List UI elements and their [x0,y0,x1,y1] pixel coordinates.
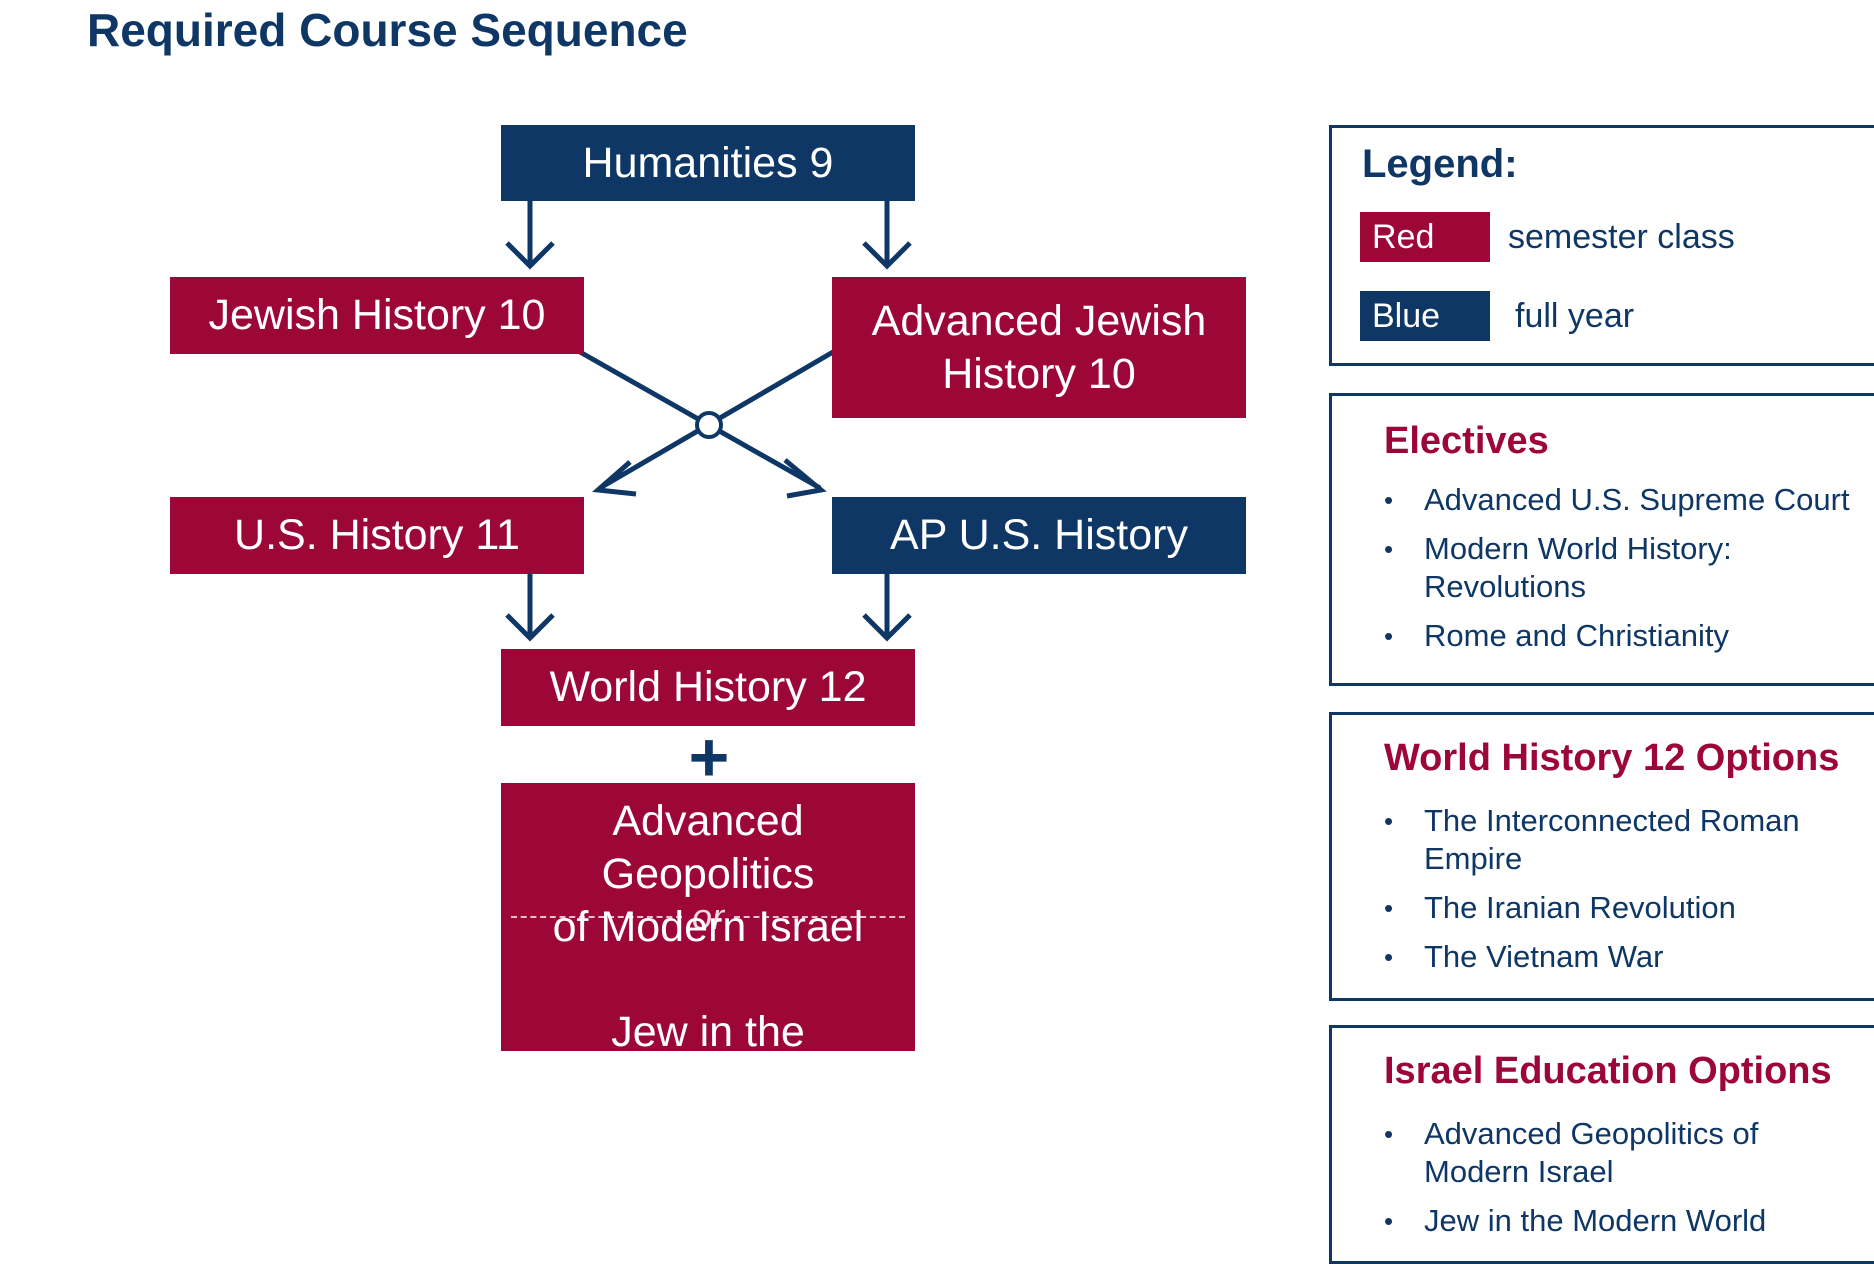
course-us-history-11: U.S. History 11 [170,497,584,574]
list-item: Jew in the Modern World [1384,1202,1864,1240]
arrowhead-us-history [592,460,637,497]
course-label: Jewish History 10 [208,291,546,339]
arrowhead-world-history-left [505,613,555,642]
course-humanities-9: Humanities 9 [501,125,915,201]
course-label: U.S. History 11 [234,511,520,559]
course-label: World History 12 [549,663,867,711]
page-title: Required Course Sequence [87,4,688,56]
crossing-node [695,411,723,439]
course-label-line-2: History 10 [942,349,1136,398]
world-history-options-title: World History 12 Options [1384,737,1840,779]
electives-panel: Electives Advanced U.S. Supreme Court Mo… [1329,393,1874,686]
course-label-line-1: Advanced Geopolitics [601,797,815,898]
list-item: The Iranian Revolution [1384,889,1864,927]
or-label: or [692,896,725,937]
plus-sign: + [688,718,730,796]
list-item: Advanced U.S. Supreme Court [1384,481,1864,519]
israel-education-options-title: Israel Education Options [1384,1050,1832,1092]
course-label-line-4: Modern World [573,1061,843,1109]
arrowhead-advanced-jewish-history [862,241,912,270]
legend-red-label: Red [1372,218,1435,256]
list-item: The Vietnam War [1384,938,1864,976]
dashed-line-left [511,916,682,918]
legend-panel: Legend: Red semester class Blue full yea… [1329,125,1874,366]
arrowhead-ap-us-history [783,458,827,499]
course-jewish-history-10: Jewish History 10 [170,277,584,354]
legend-title: Legend: [1362,142,1518,186]
course-advanced-jewish-history-10: Advanced Jewish History 10 [832,277,1246,418]
legend-blue-label: Blue [1372,297,1441,335]
dashed-line-right [734,916,906,918]
list-item: The Interconnected Roman Empire [1384,802,1864,878]
legend-red-swatch: Red [1360,212,1490,262]
world-history-options-panel: World History 12 Options The Interconnec… [1329,712,1874,1001]
electives-title: Electives [1384,420,1549,462]
legend-blue-swatch: Blue [1360,291,1490,341]
course-label: Humanities 9 [582,138,834,187]
legend-blue-description: full year [1515,297,1635,335]
legend-red-description: semester class [1508,218,1735,256]
course-world-history-12: World History 12 [501,649,915,726]
arrowhead-jewish-history [505,241,555,270]
israel-education-options-panel: Israel Education Options Advanced Geopol… [1329,1025,1874,1264]
israel-education-options-list: Advanced Geopolitics of Modern Israel Je… [1384,1115,1864,1251]
course-label: AP U.S. History [890,511,1188,559]
course-label-line-3: Jew in the [611,1008,805,1056]
world-history-options-list: The Interconnected Roman Empire The Iran… [1384,802,1864,987]
course-label-line-2: of Modern Israel [552,903,864,951]
arrowhead-world-history-right [862,613,912,642]
list-item: Modern World History: Revolutions [1384,530,1864,606]
list-item: Advanced Geopolitics of Modern Israel [1384,1115,1864,1191]
or-separator: or [501,896,915,937]
list-item: Rome and Christianity [1384,617,1864,655]
course-label-line-1: Advanced Jewish [871,296,1207,345]
electives-list: Advanced U.S. Supreme Court Modern World… [1384,481,1864,666]
course-ap-us-history: AP U.S. History [832,497,1246,574]
